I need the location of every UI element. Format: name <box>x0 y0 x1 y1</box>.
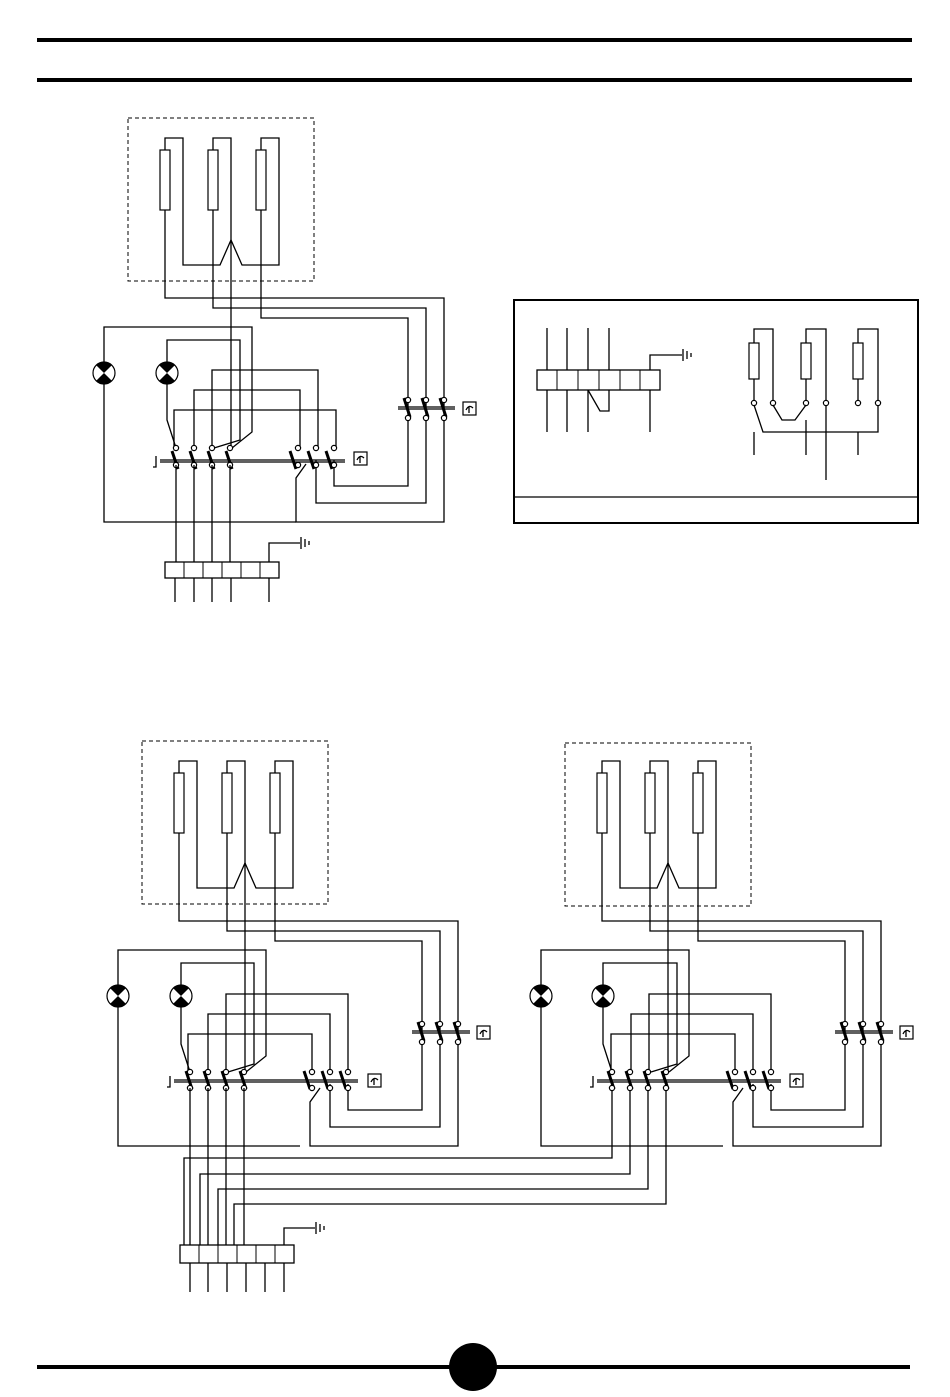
lamp-icon <box>170 985 192 1007</box>
connection-option-inset <box>514 300 918 523</box>
lamp-icon <box>107 985 129 1007</box>
heating-elements <box>174 773 280 833</box>
heating-elements <box>749 343 863 379</box>
resistor-icon <box>853 343 863 379</box>
heater-housing <box>565 743 751 906</box>
indicator-lamps <box>107 985 192 1007</box>
thermostat-switch <box>398 397 476 420</box>
resistor-icon <box>270 773 280 833</box>
lamp-icon <box>93 362 115 384</box>
heating-elements <box>597 773 703 833</box>
resistor-icon <box>208 150 218 210</box>
thermostat-icon <box>900 1026 913 1039</box>
heater-housing <box>128 118 314 281</box>
selector-switch <box>590 1069 803 1090</box>
resistor-icon <box>597 773 607 833</box>
thermostat-icon <box>477 1026 490 1039</box>
resistor-icon <box>256 150 266 210</box>
footer <box>37 1343 910 1391</box>
terminal-icon <box>751 400 880 405</box>
resistor-icon <box>693 773 703 833</box>
page-number-badge <box>449 1343 497 1391</box>
terminal-block <box>537 370 660 390</box>
thermostat-switch <box>412 1021 490 1044</box>
double-hob-wiring-left <box>107 741 490 1292</box>
resistor-icon <box>222 773 232 833</box>
heater-housing <box>142 741 328 904</box>
heating-elements <box>160 150 266 210</box>
ground-icon <box>269 537 309 562</box>
resistor-icon <box>801 343 811 379</box>
lamp-icon <box>592 985 614 1007</box>
header-rules <box>37 40 912 80</box>
thermostat-icon <box>368 1074 381 1087</box>
lamp-icon <box>156 362 178 384</box>
single-hob-wiring-diagram <box>93 118 476 602</box>
thermostat-icon <box>354 452 367 465</box>
interconnect-wires <box>184 1088 666 1245</box>
resistor-icon <box>174 773 184 833</box>
lamp-icon <box>530 985 552 1007</box>
resistor-icon <box>160 150 170 210</box>
thermostat-icon <box>463 402 476 415</box>
resistor-icon <box>645 773 655 833</box>
terminal-block <box>180 1245 294 1263</box>
selector-switch <box>153 445 367 469</box>
indicator-lamps <box>93 362 178 384</box>
thermostat-switch <box>835 1021 913 1044</box>
indicator-lamps <box>530 985 614 1007</box>
ground-icon <box>284 1222 324 1245</box>
thermostat-icon <box>790 1074 803 1087</box>
terminal-block <box>165 562 279 578</box>
resistor-icon <box>749 343 759 379</box>
ground-icon <box>650 349 691 370</box>
double-hob-wiring-right <box>530 743 913 1146</box>
selector-switch <box>167 1069 381 1090</box>
